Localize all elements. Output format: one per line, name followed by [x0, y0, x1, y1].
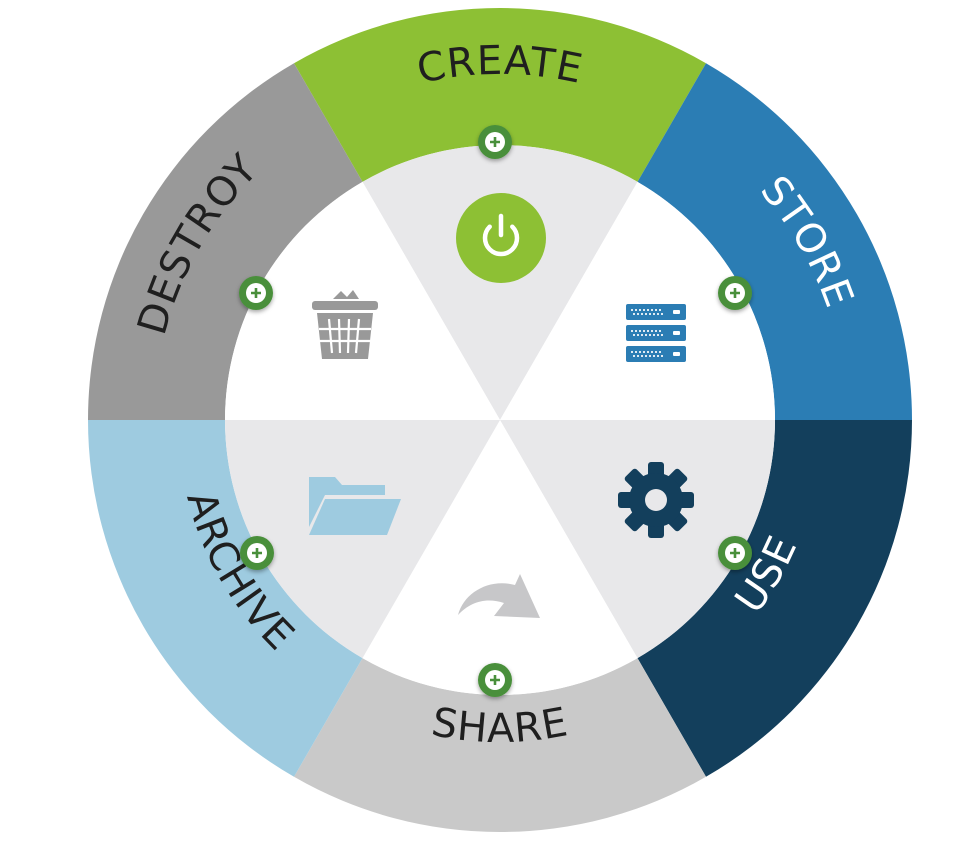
inner-disc	[225, 144, 775, 695]
wedge-archive	[225, 420, 500, 659]
share-arrow-icon	[458, 574, 540, 618]
wedge-share	[362, 420, 638, 695]
segment-share[interactable]	[294, 658, 706, 832]
outer-ring	[88, 8, 912, 832]
segment-archive[interactable]	[88, 420, 363, 777]
expand-store-button[interactable]	[718, 276, 752, 310]
segment-icons	[309, 193, 694, 618]
folder-icon	[309, 477, 401, 535]
label-share: SHARE	[428, 699, 571, 752]
segment-create[interactable]	[294, 8, 706, 182]
expand-use-button[interactable]	[718, 536, 752, 570]
expand-destroy-button[interactable]	[239, 276, 273, 310]
expand-archive-button[interactable]	[240, 536, 274, 570]
wedge-use	[500, 420, 775, 659]
power-icon[interactable]	[456, 193, 546, 283]
segment-use[interactable]	[637, 420, 913, 777]
segment-store[interactable]	[637, 63, 913, 420]
segment-destroy[interactable]	[88, 63, 363, 420]
wedge-store	[500, 181, 775, 420]
gear-icon	[618, 462, 694, 538]
label-create: CREATE	[413, 38, 587, 93]
expand-create-button[interactable]	[478, 125, 512, 159]
plus-buttons	[239, 125, 752, 697]
trash-icon	[312, 290, 378, 359]
expand-share-button[interactable]	[478, 663, 512, 697]
server-icon	[626, 304, 686, 362]
wedge-destroy	[225, 181, 500, 420]
